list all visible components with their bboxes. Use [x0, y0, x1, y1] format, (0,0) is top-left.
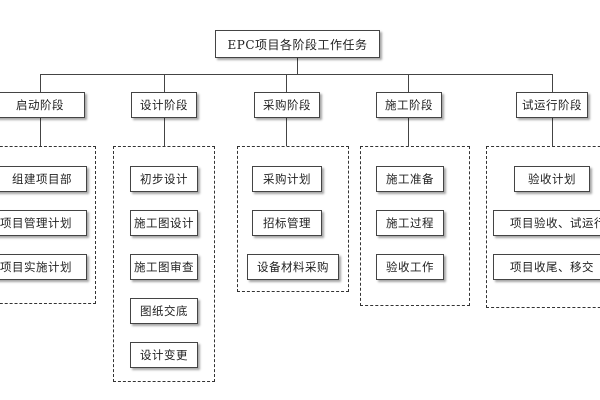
task-node: 施工准备	[376, 166, 444, 192]
task-node: 初步设计	[130, 166, 198, 192]
phase-group-procurement	[237, 146, 349, 292]
phase-group-startup	[0, 146, 96, 304]
phase-group-construction	[360, 146, 470, 306]
task-node: 验收工作	[376, 254, 444, 280]
task-node: 项目验收、试运行	[493, 210, 600, 236]
phase-node-startup: 启动阶段	[0, 92, 85, 118]
root-node: EPC项目各阶段工作任务	[215, 30, 380, 58]
task-node: 招标管理	[252, 210, 322, 236]
task-node: 图纸交底	[130, 298, 198, 324]
phase-group-design	[113, 146, 215, 382]
phase-node-design: 设计阶段	[131, 92, 197, 118]
task-node: 设备材料采购	[247, 254, 339, 280]
task-node: 组建项目部	[0, 166, 87, 192]
phase-node-procurement: 采购阶段	[254, 92, 320, 118]
task-node: 项目实施计划	[0, 254, 87, 280]
task-node: 项目收尾、移交	[493, 254, 600, 280]
task-node: 施工过程	[376, 210, 444, 236]
phase-node-trial-operation: 试运行阶段	[516, 92, 588, 118]
phase-group-trial-operation	[486, 146, 600, 308]
task-node: 施工图设计	[130, 210, 198, 236]
task-node: 采购计划	[252, 166, 322, 192]
task-node: 设计变更	[130, 342, 198, 368]
phase-node-construction: 施工阶段	[376, 92, 442, 118]
task-node: 验收计划	[514, 166, 590, 192]
task-node: 项目管理计划	[0, 210, 87, 236]
task-node: 施工图审查	[130, 254, 198, 280]
